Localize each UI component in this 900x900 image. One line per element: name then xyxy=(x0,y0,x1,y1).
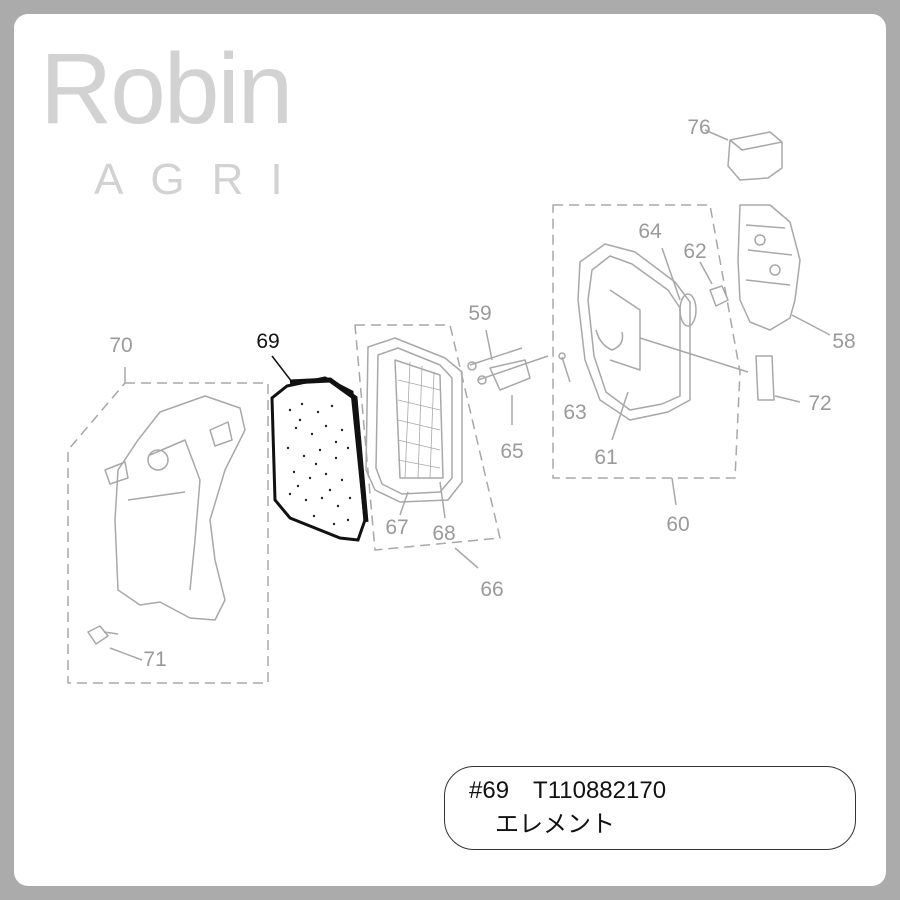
callout-62: 62 xyxy=(683,240,707,263)
part-code: #69 T110882170 xyxy=(469,777,667,804)
gasket-part-64 xyxy=(661,247,697,327)
air-cleaner-case-part-60 xyxy=(577,243,749,441)
callout-59: 59 xyxy=(468,302,492,325)
callout-69: 69 xyxy=(256,330,280,353)
part-name: エレメント xyxy=(495,811,615,838)
callout-71: 71 xyxy=(143,648,167,671)
callout-68: 68 xyxy=(432,522,456,545)
knob-part-71 xyxy=(87,625,143,661)
callout-66: 66 xyxy=(480,578,504,601)
callout-61: 61 xyxy=(594,446,618,469)
label-part-72 xyxy=(755,355,801,403)
cap-part-76 xyxy=(704,129,783,181)
callout-76: 76 xyxy=(687,116,711,139)
callout-67: 67 xyxy=(385,516,409,539)
part-info-box: #69 T110882170 エレメント xyxy=(444,766,856,850)
callout-63: 63 xyxy=(563,401,587,424)
diagram-panel: Robin AGRI xyxy=(14,14,886,886)
callout-60: 60 xyxy=(666,513,690,536)
air-cleaner-cover-part-70 xyxy=(104,395,246,621)
carburetor-part-58 xyxy=(737,204,831,336)
callout-72: 72 xyxy=(808,392,832,415)
screw-part-63 xyxy=(558,352,571,383)
element-case-part-67-68 xyxy=(365,337,463,519)
callout-58: 58 xyxy=(832,330,856,353)
exploded-parts-diagram xyxy=(67,129,831,684)
brand-logo: Robin xyxy=(40,33,293,145)
brand-logo-sub: AGRI xyxy=(94,155,310,204)
callout-65: 65 xyxy=(500,440,524,463)
element-part-69 xyxy=(270,355,369,542)
fitting-part-62 xyxy=(699,261,729,307)
group-70-outline xyxy=(67,382,269,684)
callout-70: 70 xyxy=(109,334,133,357)
group-60-outline xyxy=(552,204,741,479)
bolts-part-59-65 xyxy=(467,329,549,425)
callout-64: 64 xyxy=(638,220,662,243)
